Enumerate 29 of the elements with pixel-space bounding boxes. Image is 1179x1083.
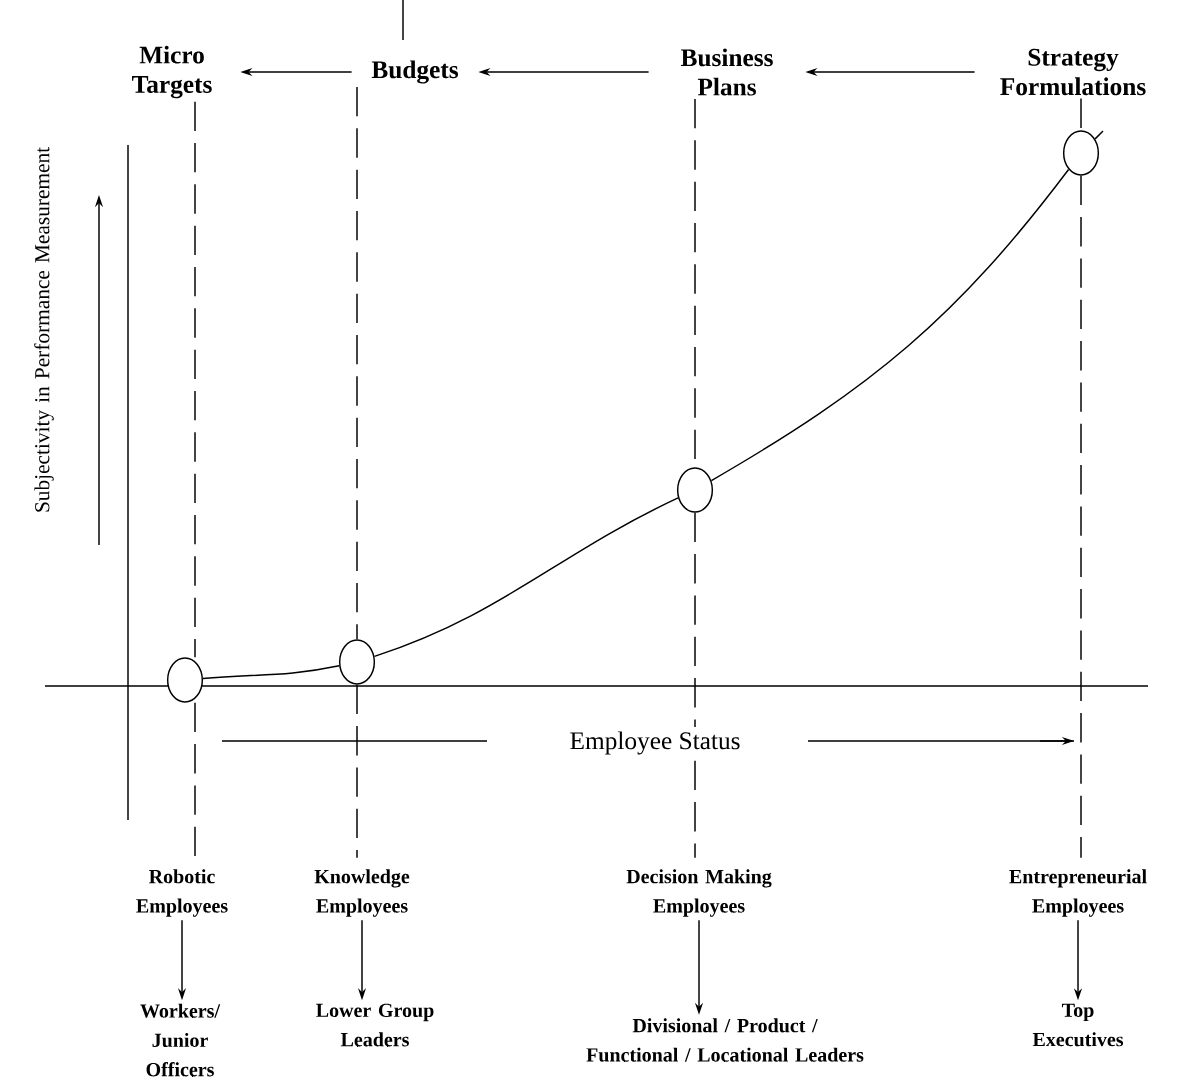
role-label: Divisional / Product / Functional / Locational Leaders xyxy=(586,1018,864,1062)
plan-label: Business Plans xyxy=(680,48,773,96)
dashed-line xyxy=(694,512,696,859)
curve-line xyxy=(710,168,1070,482)
curve-point xyxy=(166,657,204,703)
dashed-line xyxy=(356,684,358,859)
curve-point xyxy=(676,467,714,513)
curve-point xyxy=(1062,130,1100,176)
employee-label: Decision Making Employees xyxy=(626,869,772,917)
dashed-line xyxy=(194,702,196,859)
employee-label: Entrepreneurial Employees xyxy=(1009,869,1147,917)
dashed-line xyxy=(1080,175,1082,859)
curve-line xyxy=(1094,130,1104,140)
role-label: Top Executives xyxy=(1032,1003,1124,1047)
dashed-line xyxy=(356,86,358,640)
axis-label: Employee Status xyxy=(565,727,745,759)
dashed-line xyxy=(194,100,196,658)
dashed-line xyxy=(1080,97,1082,131)
role-label: Workers/ Junior Officers xyxy=(140,1003,221,1077)
role-label: Lower Group Leaders xyxy=(316,1003,434,1047)
plan-label: Micro Targets xyxy=(132,45,212,99)
plan-label: Strategy Formulations xyxy=(1000,48,1146,96)
plan-label: Budgets xyxy=(371,60,458,84)
axis-label: Subjectivity in Performance Measurement xyxy=(34,147,54,512)
employee-label: Robotic Employees xyxy=(136,869,228,917)
curve-point xyxy=(338,639,376,685)
curve-line xyxy=(202,665,340,680)
curve-line xyxy=(373,497,679,658)
employee-label: Knowledge Employees xyxy=(314,869,410,917)
